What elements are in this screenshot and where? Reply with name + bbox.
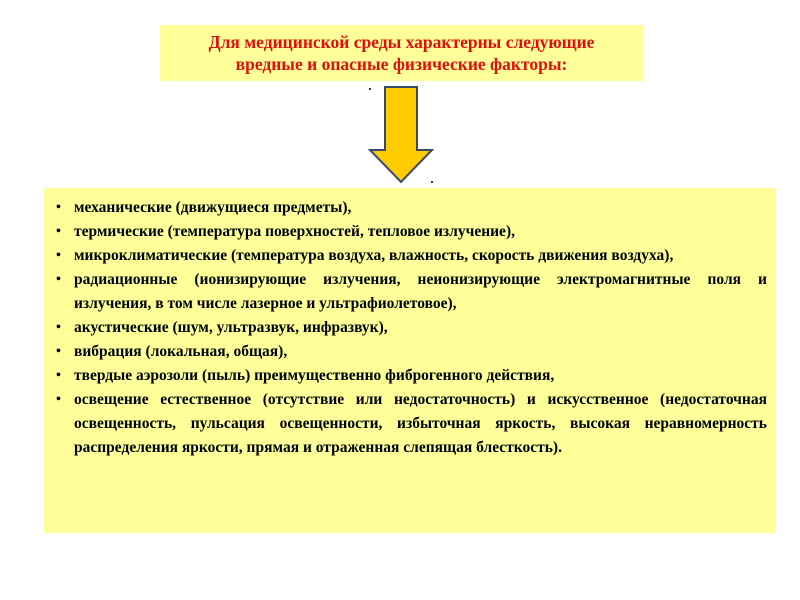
factor-text: вибрация (локальная, общая), <box>74 343 288 360</box>
title-line-1: Для медицинской среды характерны следующ… <box>208 32 595 52</box>
decorative-dot <box>431 181 433 183</box>
factor-text: освещение естественное (отсутствие или н… <box>74 391 767 456</box>
down-arrow-icon <box>368 86 434 184</box>
title-box: Для медицинской среды характерны следующ… <box>160 25 643 81</box>
list-item: • термические (температура поверхностей, … <box>56 220 767 244</box>
bullet-icon: • <box>56 200 61 215</box>
bullet-icon: • <box>56 344 61 359</box>
title-line-2: вредные и опасные физические факторы: <box>235 54 568 74</box>
list-item: • освещение естественное (отсутствие или … <box>56 388 767 460</box>
factor-text: микроклиматические (температура воздуха,… <box>74 247 674 264</box>
factor-text: термические (температура поверхностей, т… <box>74 223 515 240</box>
bullet-icon: • <box>56 224 61 239</box>
bullet-icon: • <box>56 272 61 287</box>
bullet-icon: • <box>56 248 61 263</box>
bullet-icon: • <box>56 320 61 335</box>
list-item: • микроклиматические (температура воздуха… <box>56 244 767 268</box>
list-item: • механические (движущиеся предметы), <box>56 196 767 220</box>
bullet-icon: • <box>56 368 61 383</box>
factor-text: твердые аэрозоли (пыль) преимущественно … <box>74 367 555 384</box>
factors-list: • механические (движущиеся предметы), • те… <box>56 196 767 460</box>
list-item: • радиационные (ионизирующие излучения, н… <box>56 268 767 316</box>
factors-box: • механические (движущиеся предметы), • те… <box>44 188 775 533</box>
factor-text: механические (движущиеся предметы), <box>74 199 352 216</box>
list-item: • акустические (шум, ультразвук, инфразву… <box>56 316 767 340</box>
factor-text: акустические (шум, ультразвук, инфразвук… <box>74 319 388 336</box>
list-item: • твердые аэрозоли (пыль) преимущественно… <box>56 364 767 388</box>
list-item: • вибрация (локальная, общая), <box>56 340 767 364</box>
decorative-dot <box>369 88 371 90</box>
bullet-icon: • <box>56 392 61 407</box>
factor-text: радиационные (ионизирующие излучения, не… <box>74 271 767 312</box>
